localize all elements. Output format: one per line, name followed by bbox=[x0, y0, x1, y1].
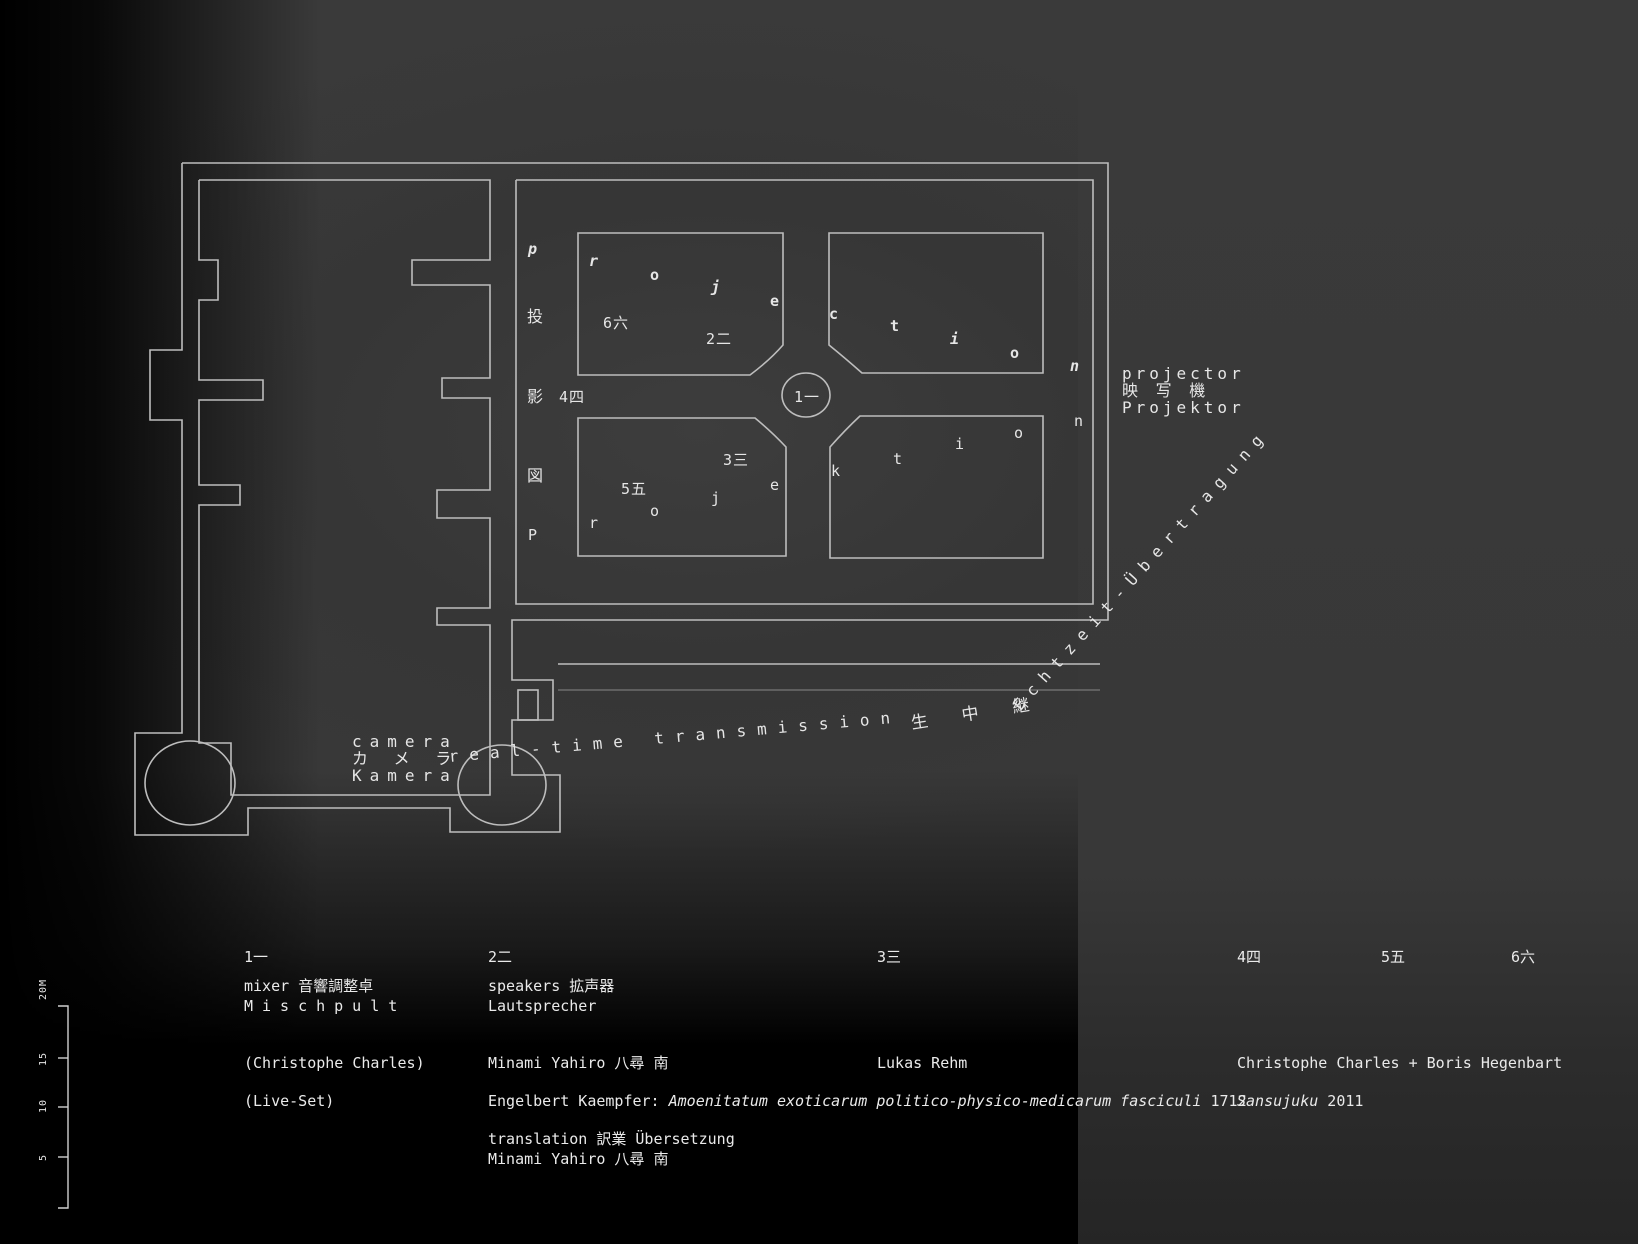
center-circle bbox=[781, 372, 831, 418]
legend-work: Sansujuku 2011 bbox=[1237, 1091, 1363, 1111]
legend-source-year: 1712 bbox=[1201, 1092, 1247, 1110]
legend-number-3: 3三 bbox=[877, 948, 902, 966]
camera-label-ja: カ メ ラ bbox=[352, 749, 460, 768]
legend-number-5: 5五 bbox=[1381, 948, 1406, 966]
projektion-char: o bbox=[650, 502, 661, 520]
projection-char: o bbox=[1010, 344, 1021, 362]
projection-char: j bbox=[711, 278, 722, 296]
marker-5: 5五 bbox=[621, 480, 648, 498]
scale-label-5: 5 bbox=[38, 1153, 49, 1161]
marker-3: 3三 bbox=[723, 451, 750, 469]
legend-mixer: mixer 音響調整卓 bbox=[244, 977, 374, 995]
background-left-shadow bbox=[0, 0, 320, 1244]
projektion-char: P bbox=[528, 526, 539, 544]
projektion-char: o bbox=[1014, 424, 1025, 442]
camera-label-de: Kamera bbox=[352, 766, 458, 785]
projektion-char: j bbox=[711, 489, 722, 507]
marker-6: 6六 bbox=[603, 314, 630, 332]
kanji-projection-3: 図 bbox=[527, 466, 545, 485]
legend-credit-4: Christophe Charles + Boris Hegenbart bbox=[1237, 1054, 1563, 1072]
legend-credit-2: Minami Yahiro 八尋 南 bbox=[488, 1054, 669, 1072]
projection-char: r bbox=[589, 252, 600, 270]
projector-label-ja: 映 写 機 bbox=[1122, 381, 1210, 400]
projektion-char: i bbox=[955, 435, 966, 453]
bed-bottom-left bbox=[577, 417, 787, 557]
projector-label-en: projector bbox=[1122, 364, 1245, 383]
legend-mischpult: Mischpult bbox=[244, 997, 407, 1015]
projektion-char: n bbox=[1074, 412, 1085, 430]
corridor-wall bbox=[515, 179, 1094, 605]
legend-note-1: (Live-Set) bbox=[244, 1092, 335, 1110]
projektion-char: t bbox=[893, 450, 904, 468]
projection-char: e bbox=[770, 292, 781, 310]
legend-lautsprecher: Lautsprecher bbox=[488, 997, 597, 1015]
legend-number-4: 4四 bbox=[1237, 948, 1262, 966]
bed-top-left bbox=[577, 232, 784, 376]
camera-label-en: camera bbox=[352, 732, 458, 751]
legend-number-2: 2二 bbox=[488, 948, 513, 966]
right-pond bbox=[457, 744, 547, 826]
left-pond bbox=[144, 740, 236, 826]
kanji-projection-2: 影 bbox=[527, 387, 545, 406]
scale-label-20: 20M bbox=[38, 978, 49, 1000]
outer-wall bbox=[134, 162, 1109, 836]
bed-top-right bbox=[828, 232, 1044, 374]
legend-speakers: speakers 拡声器 bbox=[488, 977, 615, 995]
legend-work-year: 2011 bbox=[1318, 1092, 1364, 1110]
legend-source-title: Amoenitatum exoticarum politico-physico-… bbox=[668, 1092, 1202, 1110]
legend-credit-3: Lukas Rehm bbox=[877, 1054, 968, 1072]
legend-translation: translation 訳業 Übersetzung bbox=[488, 1130, 735, 1148]
scale-label-15: 15 bbox=[38, 1051, 49, 1066]
projektion-char: e bbox=[770, 476, 781, 494]
legend-credit-1: (Christophe Charles) bbox=[244, 1054, 425, 1072]
projektion-char: r bbox=[589, 514, 600, 532]
projection-char: o bbox=[650, 266, 661, 284]
marker-2: 2二 bbox=[706, 330, 733, 348]
background-right bbox=[1078, 0, 1638, 1244]
legend-number-1: 1一 bbox=[244, 948, 269, 966]
projector-label-de: Projektor bbox=[1122, 398, 1245, 417]
scale-label-10: 10 bbox=[38, 1098, 49, 1113]
projection-char: n bbox=[1070, 357, 1081, 375]
legend-number-6: 6六 bbox=[1511, 948, 1536, 966]
projection-char: t bbox=[890, 317, 901, 335]
projektion-char: k bbox=[831, 462, 842, 480]
marker-4: 4四 bbox=[559, 388, 586, 406]
projection-char: c bbox=[829, 305, 840, 323]
legend-source-author: Engelbert Kaempfer: bbox=[488, 1092, 669, 1110]
scale-bar bbox=[58, 1005, 69, 1209]
bed-bottom-right bbox=[829, 415, 1044, 559]
legend-source: Engelbert Kaempfer: Amoenitatum exoticar… bbox=[488, 1091, 1247, 1111]
legend-work-title: Sansujuku bbox=[1237, 1092, 1319, 1110]
marker-1: 1一 bbox=[794, 388, 821, 406]
left-wing-wall bbox=[198, 179, 491, 796]
projection-char: i bbox=[950, 330, 961, 348]
legend-translator: Minami Yahiro 八尋 南 bbox=[488, 1150, 669, 1168]
kanji-projection-1: 投 bbox=[527, 307, 545, 326]
projection-char: p bbox=[528, 240, 539, 258]
